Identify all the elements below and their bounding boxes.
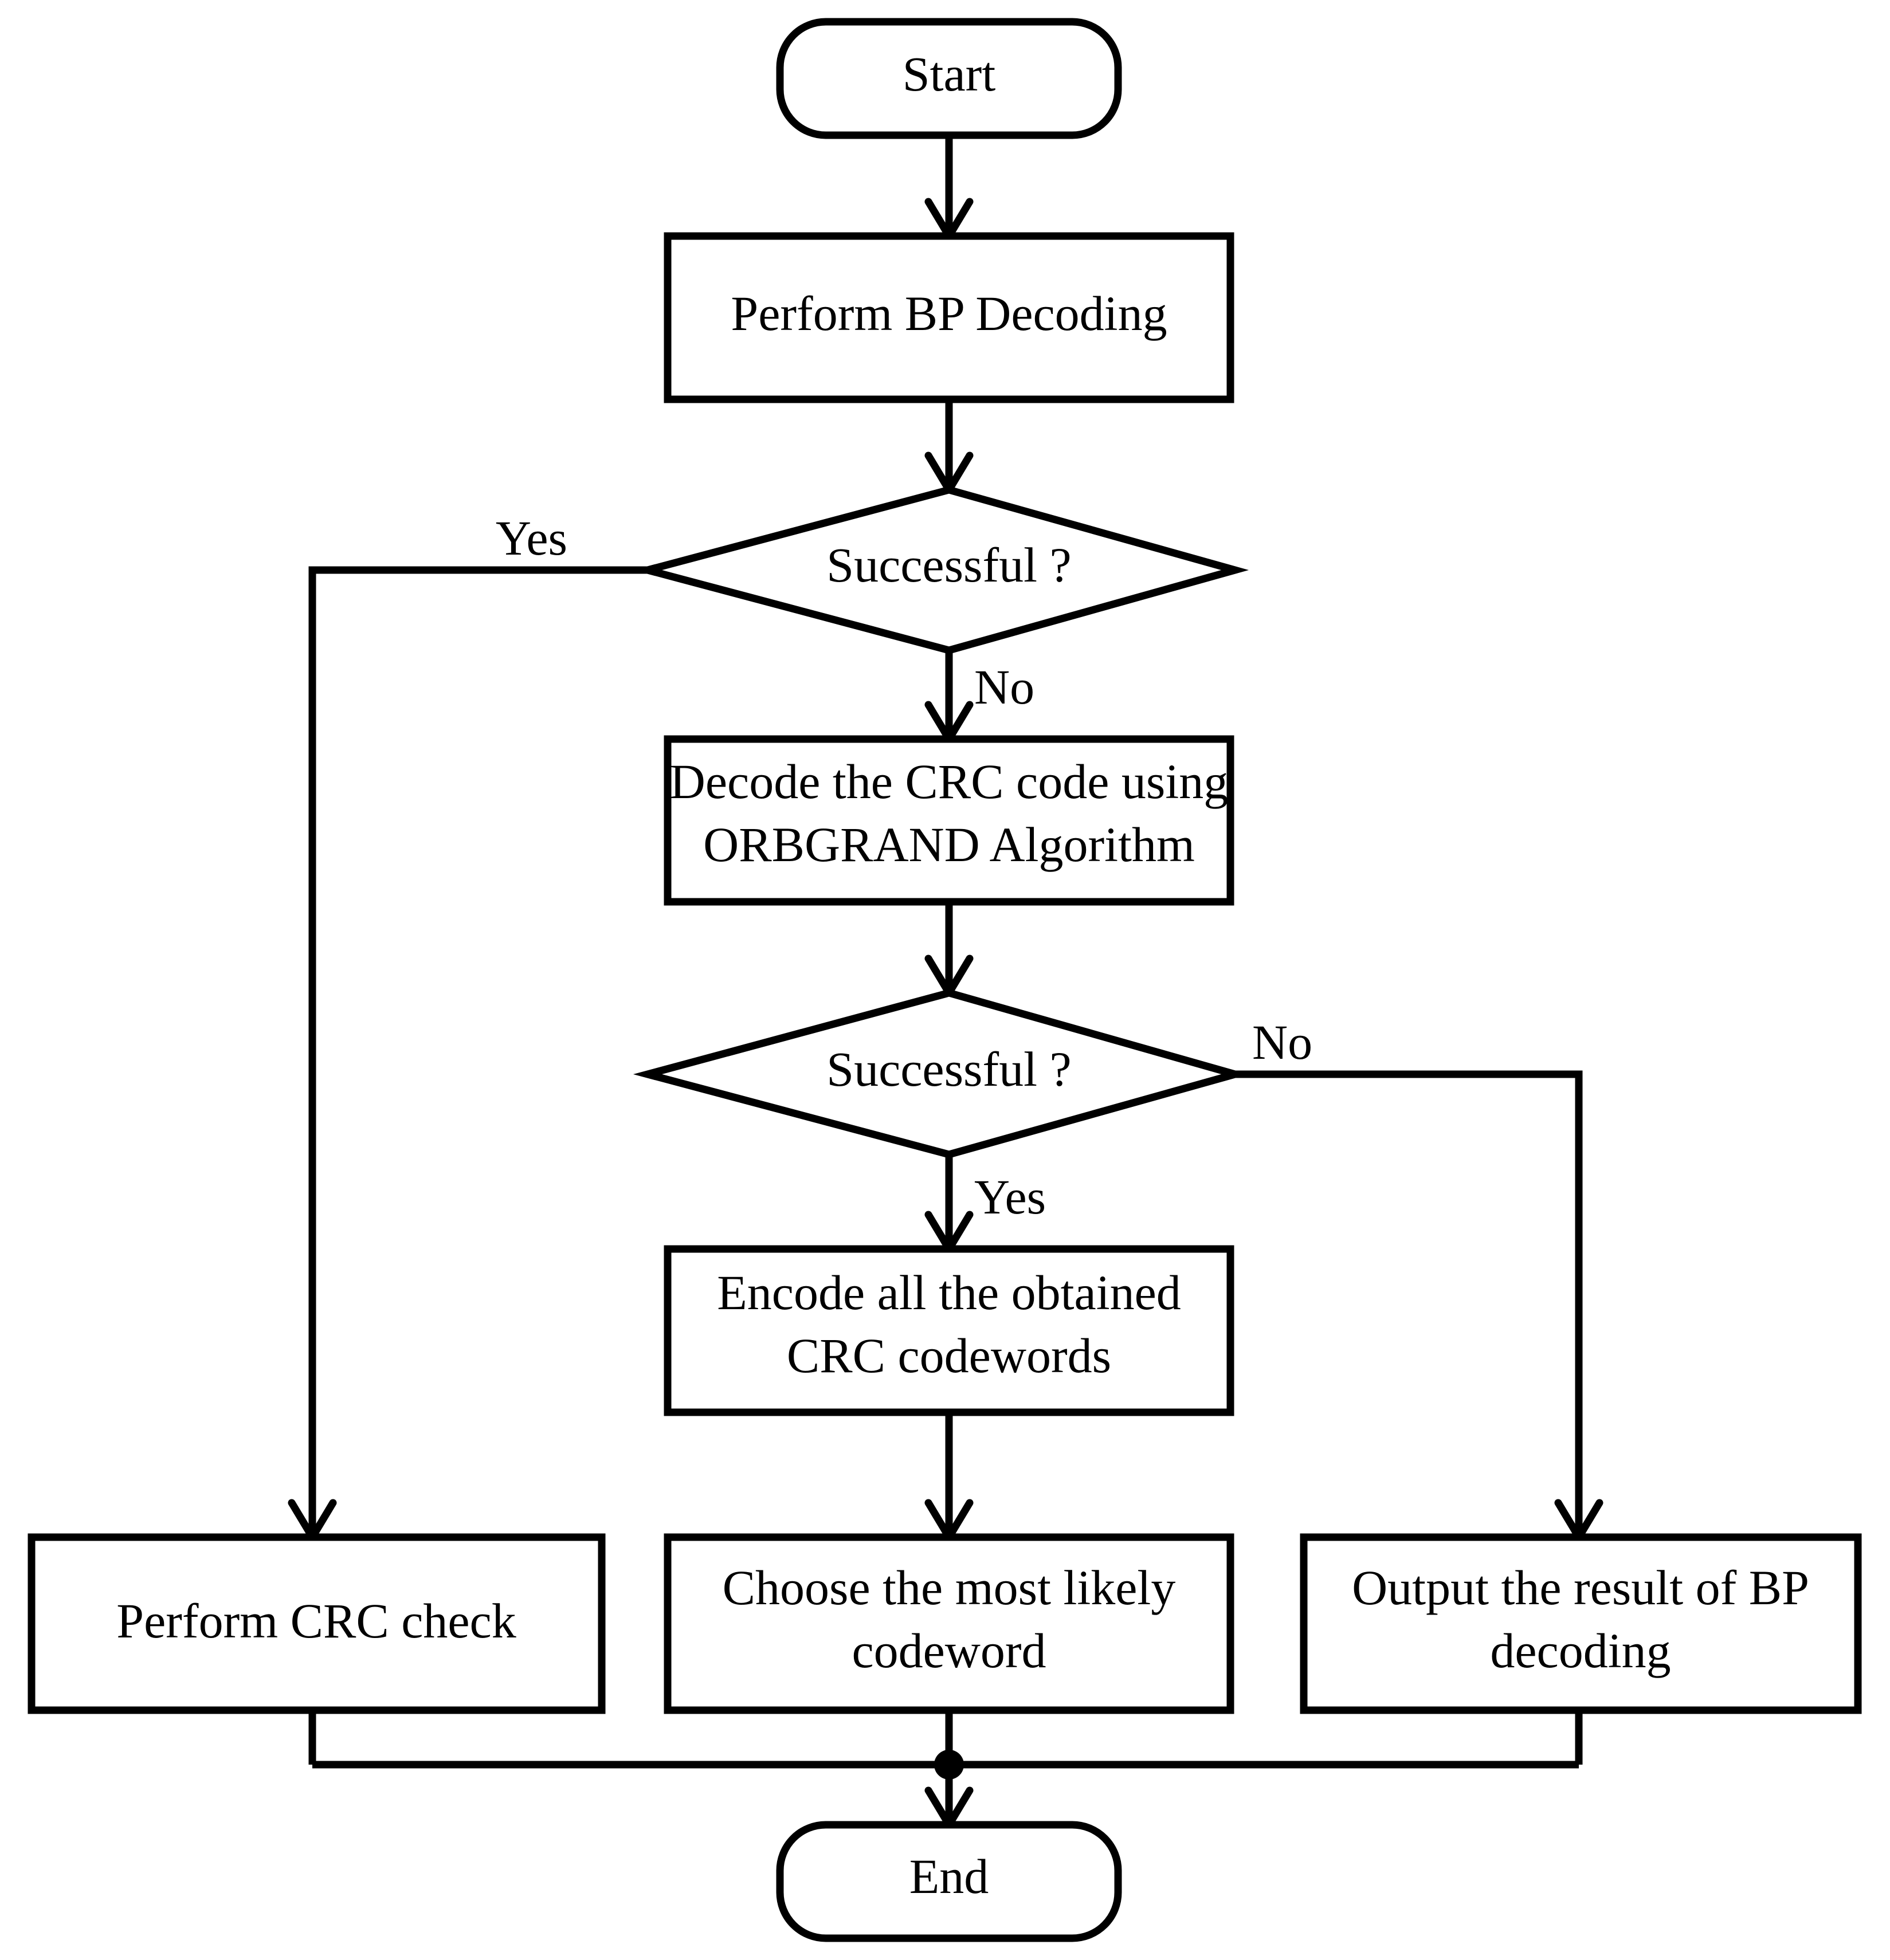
- node-decision2-label: Successful ?: [826, 1042, 1071, 1097]
- edge-decision2-no: [1235, 1070, 1603, 1545]
- node-start-label: Start: [903, 46, 996, 101]
- svg-text:End: End: [909, 1849, 989, 1904]
- node-encode-label-line1: Encode all the obtained: [717, 1265, 1181, 1320]
- node-perform-crc-check[interactable]: Perform CRC check: [28, 1533, 606, 1714]
- svg-text:Perform BP Decoding: Perform BP Decoding: [731, 286, 1167, 341]
- edge-bp-to-decision1: [924, 399, 974, 497]
- node-decision1-label: Successful ?: [826, 537, 1071, 592]
- node-output-bp-label-line2: decoding: [1490, 1623, 1671, 1678]
- edge-label-decision2-no: No: [1252, 1015, 1312, 1070]
- svg-text:ORBGRAND Algorithm: ORBGRAND Algorithm: [703, 817, 1195, 872]
- svg-text:CRC codewords: CRC codewords: [787, 1328, 1111, 1383]
- svg-text:Decode the CRC code using: Decode the CRC code using: [670, 754, 1228, 809]
- svg-text:Perform CRC check: Perform CRC check: [116, 1593, 516, 1648]
- node-decision-successful-2[interactable]: Successful ?: [633, 989, 1249, 1158]
- edge-start-to-bp: [924, 135, 974, 243]
- svg-text:codeword: codeword: [852, 1623, 1046, 1678]
- node-choose-label-line2: codeword: [852, 1623, 1046, 1678]
- node-bp-decode-label: Perform BP Decoding: [731, 286, 1167, 341]
- node-end[interactable]: End: [776, 1821, 1122, 1942]
- svg-text:Successful ?: Successful ?: [826, 537, 1071, 592]
- edge-label-decision1-no: No: [974, 659, 1034, 714]
- node-orbgrand-label-line1: Decode the CRC code using: [670, 754, 1228, 809]
- node-output-bp-result[interactable]: Output the result of BP decoding: [1300, 1533, 1862, 1714]
- node-crc-check-label: Perform CRC check: [116, 1593, 516, 1648]
- edge-decision1-yes: [288, 566, 648, 1545]
- edge-label-decision1-yes: Yes: [496, 510, 567, 565]
- svg-text:Choose the most likely: Choose the most likely: [723, 1560, 1176, 1615]
- edge-encode-to-choose: [924, 1412, 974, 1545]
- edge-orbgrand-to-decision2: [924, 902, 974, 1000]
- svg-text:Output the result of BP: Output the result of BP: [1352, 1560, 1809, 1615]
- node-perform-bp-decoding[interactable]: Perform BP Decoding: [664, 232, 1234, 403]
- node-orbgrand-label-line2: ORBGRAND Algorithm: [703, 817, 1195, 872]
- svg-text:Start: Start: [903, 46, 996, 101]
- node-orbgrand-decode[interactable]: Decode the CRC code using ORBGRAND Algor…: [664, 735, 1234, 906]
- node-choose-codeword[interactable]: Choose the most likely codeword: [664, 1533, 1234, 1714]
- node-choose-label-line1: Choose the most likely: [723, 1560, 1176, 1615]
- svg-text:decoding: decoding: [1490, 1623, 1671, 1678]
- edge-decision2-yes: [924, 1154, 974, 1256]
- edge-decision1-no: [924, 650, 974, 747]
- node-end-label: End: [909, 1849, 989, 1904]
- svg-text:Successful ?: Successful ?: [826, 1042, 1071, 1097]
- edge-label-decision2-yes: Yes: [974, 1169, 1046, 1224]
- node-output-bp-label-line1: Output the result of BP: [1352, 1560, 1809, 1615]
- edge-merge-to-end: [924, 1765, 974, 1832]
- node-start[interactable]: Start: [776, 18, 1122, 139]
- node-decision-successful-1[interactable]: Successful ?: [633, 486, 1249, 654]
- svg-text:Encode all the obtained: Encode all the obtained: [717, 1265, 1181, 1320]
- node-encode-codewords[interactable]: Encode all the obtained CRC codewords: [664, 1245, 1234, 1416]
- node-encode-label-line2: CRC codewords: [787, 1328, 1111, 1383]
